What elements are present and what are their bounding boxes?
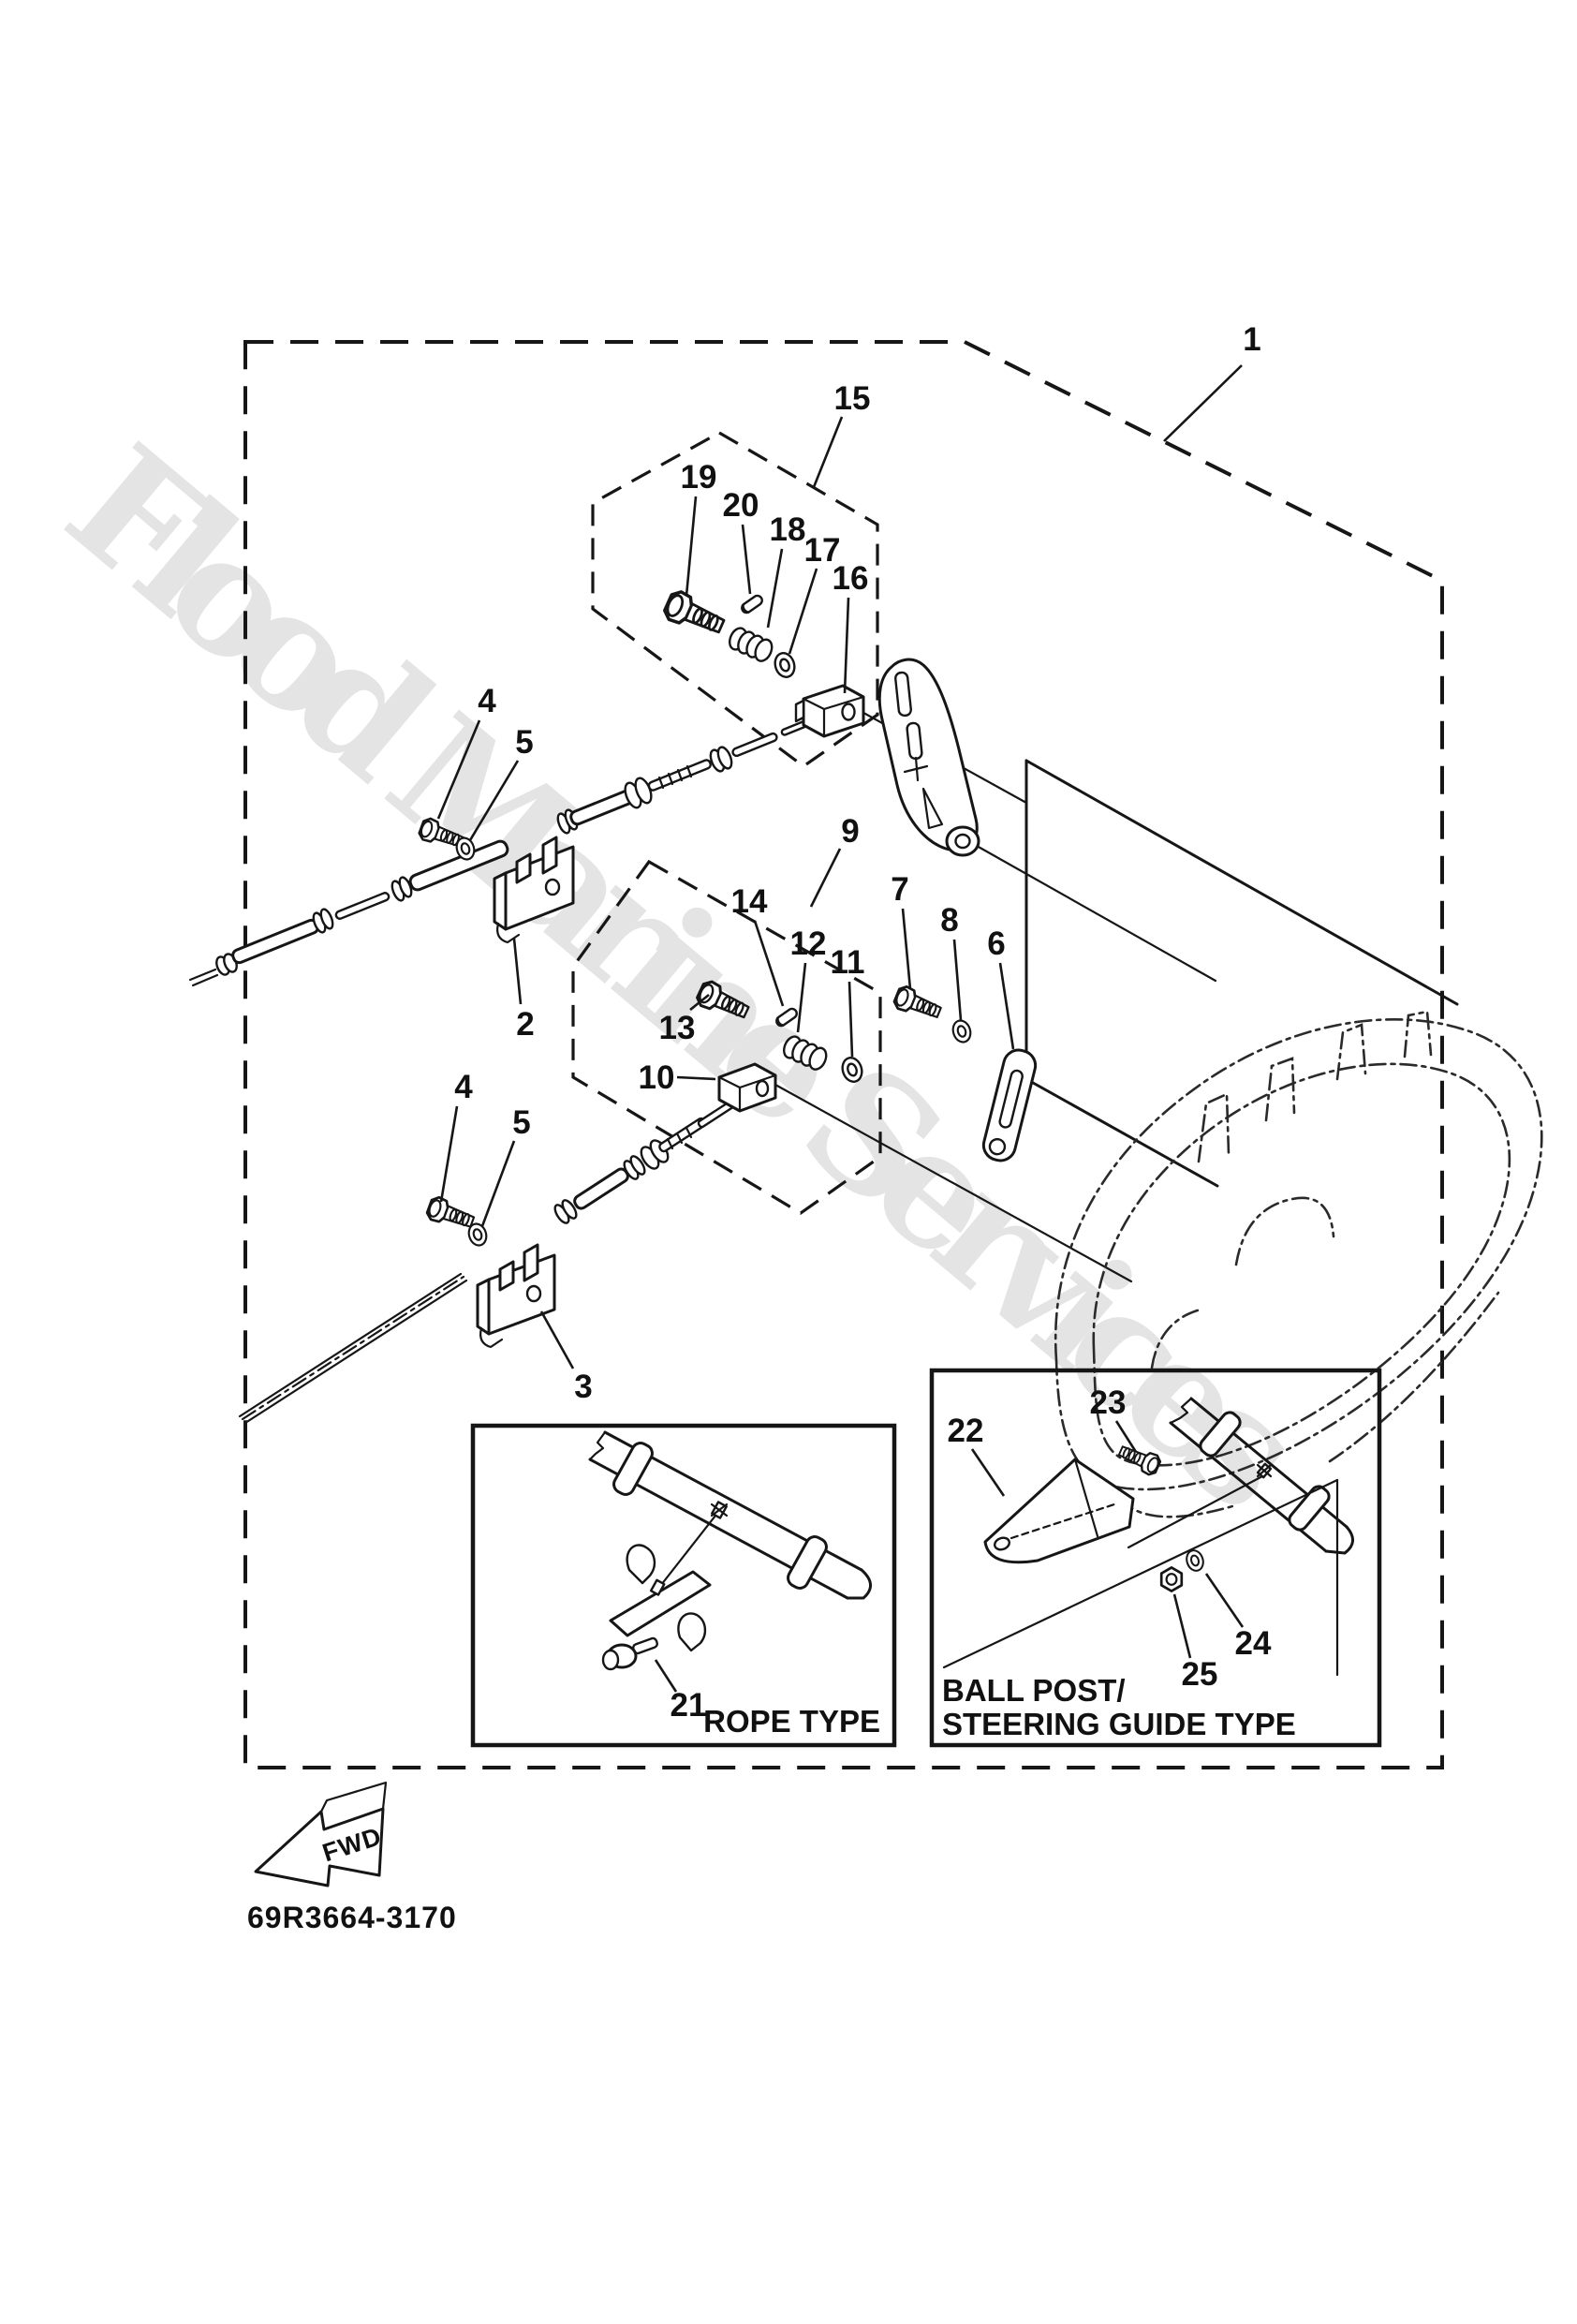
rope-type-inset-box <box>470 1423 897 1748</box>
steering-guide-plate-6 <box>981 1048 1038 1162</box>
lower-cable-assembly <box>238 1096 741 1425</box>
rope-clamp-21 <box>601 1544 712 1671</box>
group-9-dashed-box <box>571 859 882 1215</box>
leader-line-11 <box>847 981 854 1058</box>
leader-line-2 <box>512 938 523 1005</box>
leader-line-3 <box>539 1310 575 1369</box>
callout-layer: 1234545678910111213141516171819202122232… <box>436 321 1272 1724</box>
leader-line-14 <box>753 920 785 1007</box>
leader-line-13 <box>689 993 710 1012</box>
leader-line-5 <box>468 760 520 841</box>
steering-arm <box>877 658 980 857</box>
rope-type-caption: ROPE TYPE <box>703 1704 880 1739</box>
callout-label-11: 11 <box>831 944 865 981</box>
leader-line-22 <box>970 1448 1006 1497</box>
cable-bracket-3 <box>476 1243 556 1349</box>
leader-line-8 <box>952 939 963 1021</box>
leader-line-10 <box>676 1075 716 1081</box>
leader-line-20 <box>741 524 752 595</box>
cable-bracket-2 <box>493 836 575 944</box>
bolt-19 <box>660 586 730 643</box>
leader-line-6 <box>998 962 1015 1050</box>
leader-line-16 <box>843 597 850 694</box>
leader-line-17 <box>788 568 818 655</box>
leader-line-5 <box>480 1140 516 1227</box>
callout-label-14: 14 <box>731 883 768 920</box>
leader-line-4 <box>439 1105 459 1203</box>
leader-line-1 <box>1163 364 1243 442</box>
ball-post-caption-line1: BALL POST/ <box>942 1673 1126 1708</box>
leader-line-25 <box>1172 1593 1192 1659</box>
leader-line-12 <box>796 962 807 1033</box>
section-plane <box>1024 759 1459 1188</box>
leader-line-19 <box>685 496 698 597</box>
callout-label-5: 5 <box>515 724 533 761</box>
assembly-dashed-border <box>243 340 1444 1769</box>
callout-label-4: 4 <box>478 683 496 719</box>
callout-label-15: 15 <box>834 380 871 417</box>
rope-type-tiller-tube <box>588 1430 872 1600</box>
ball-post-caption-line2: STEERING GUIDE TYPE <box>942 1707 1296 1741</box>
upper-cable-assembly <box>188 719 810 987</box>
callout-label-1: 1 <box>1243 321 1260 358</box>
leader-line-15 <box>812 416 844 488</box>
ball-post-inset-box <box>929 1368 1382 1748</box>
callout-label-13: 13 <box>659 1010 696 1046</box>
callout-label-2: 2 <box>516 1006 534 1043</box>
group-15-dashed-box <box>591 431 879 768</box>
part-code: 69R3664-3170 <box>247 1901 457 1934</box>
fwd-arrow: FWD <box>254 1781 388 1887</box>
leader-line-9 <box>809 848 842 908</box>
callout-label-9: 9 <box>841 813 859 850</box>
callout-label-12: 12 <box>790 925 827 962</box>
bolt-4-lower <box>423 1193 478 1235</box>
cable-end-block-16 <box>794 684 865 738</box>
callout-label-4: 4 <box>454 1069 473 1105</box>
callout-label-18: 18 <box>770 511 806 548</box>
callout-label-16: 16 <box>833 560 869 597</box>
pin-20 <box>739 592 765 616</box>
callout-label-19: 19 <box>681 459 717 496</box>
callout-label-5: 5 <box>512 1104 530 1141</box>
callout-label-20: 20 <box>723 487 759 524</box>
callout-label-22: 22 <box>948 1413 984 1449</box>
bolt-7 <box>891 983 945 1025</box>
callout-label-24: 24 <box>1235 1625 1272 1662</box>
nut-25 <box>1159 1566 1184 1592</box>
washer-8 <box>949 1017 975 1045</box>
callout-label-25: 25 <box>1182 1656 1218 1693</box>
ball-post-plane-lines <box>942 1474 1339 1677</box>
leader-line-4 <box>436 719 481 820</box>
watermark-text: Flood Marine Services <box>34 410 1338 1547</box>
steering-guide-bracket-22 <box>983 1458 1135 1564</box>
spring-18 <box>725 624 776 665</box>
callout-label-6: 6 <box>987 925 1005 962</box>
washer-17 <box>771 649 799 681</box>
cable-end-block-10 <box>717 1062 777 1113</box>
callout-label-23: 23 <box>1090 1384 1127 1421</box>
callout-label-21: 21 <box>671 1687 707 1724</box>
leader-line-7 <box>901 908 912 990</box>
callout-label-10: 10 <box>639 1059 675 1096</box>
leader-line-18 <box>766 548 784 629</box>
callout-label-8: 8 <box>940 902 958 939</box>
callout-label-3: 3 <box>574 1369 592 1405</box>
callout-label-7: 7 <box>891 871 908 908</box>
leader-line-21 <box>654 1659 678 1693</box>
leader-line-23 <box>1114 1420 1138 1453</box>
leader-line-24 <box>1204 1573 1245 1628</box>
ball-post-tiller-tube <box>1169 1397 1354 1555</box>
callout-label-17: 17 <box>804 532 841 569</box>
